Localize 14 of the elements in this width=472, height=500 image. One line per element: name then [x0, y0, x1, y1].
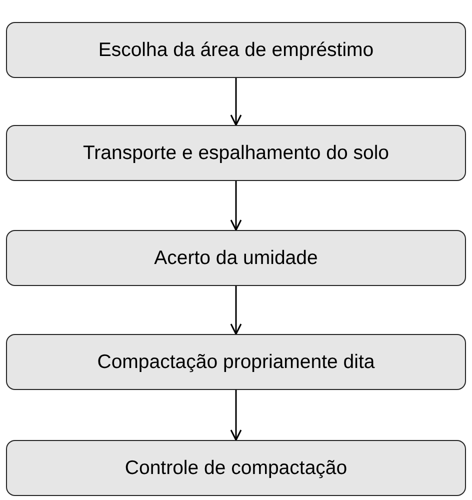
step-label: Transporte e espalhamento do solo: [82, 142, 390, 164]
arrow: [230, 78, 242, 126]
process-box: [6, 125, 466, 181]
process-box: [6, 334, 466, 390]
step-label: Compactação propriamente dita: [97, 350, 375, 374]
step-label: Controle de compactação: [124, 456, 348, 480]
arrow: [230, 390, 242, 441]
arrow: [230, 181, 242, 231]
arrow: [230, 286, 242, 335]
process-box: [6, 440, 466, 496]
step-label: Escolha da área de empréstimo: [98, 38, 374, 62]
process-box: [6, 230, 466, 286]
step-label: Acerto da umidade: [154, 246, 318, 270]
process-box: [6, 22, 466, 78]
